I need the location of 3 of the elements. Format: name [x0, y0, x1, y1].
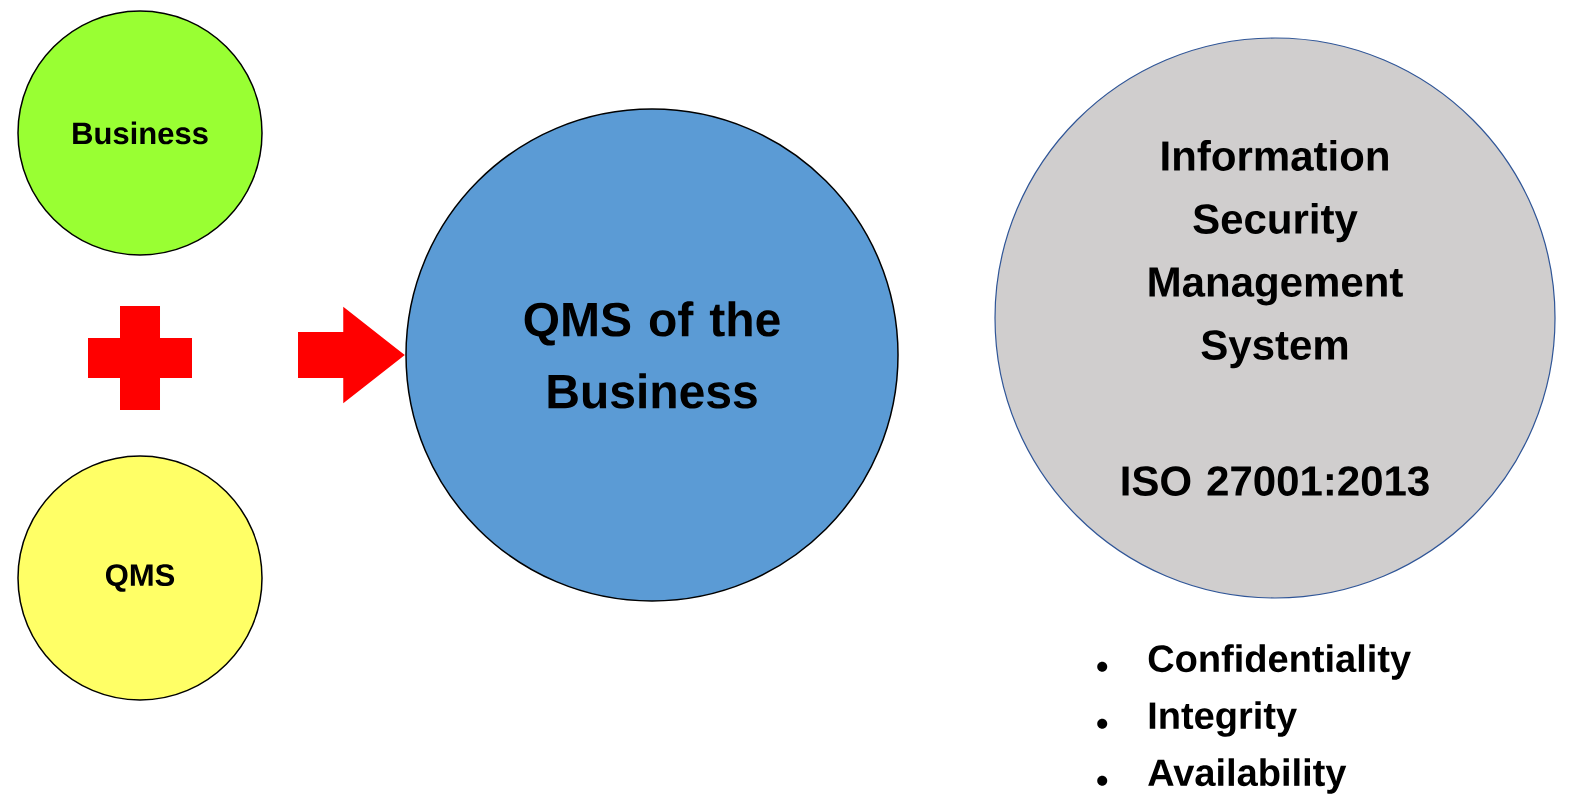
bullet-item: Integrity	[1097, 701, 1297, 737]
bullet-item: Confidentiality	[1097, 644, 1411, 680]
bullet-item: Availability	[1097, 758, 1347, 794]
